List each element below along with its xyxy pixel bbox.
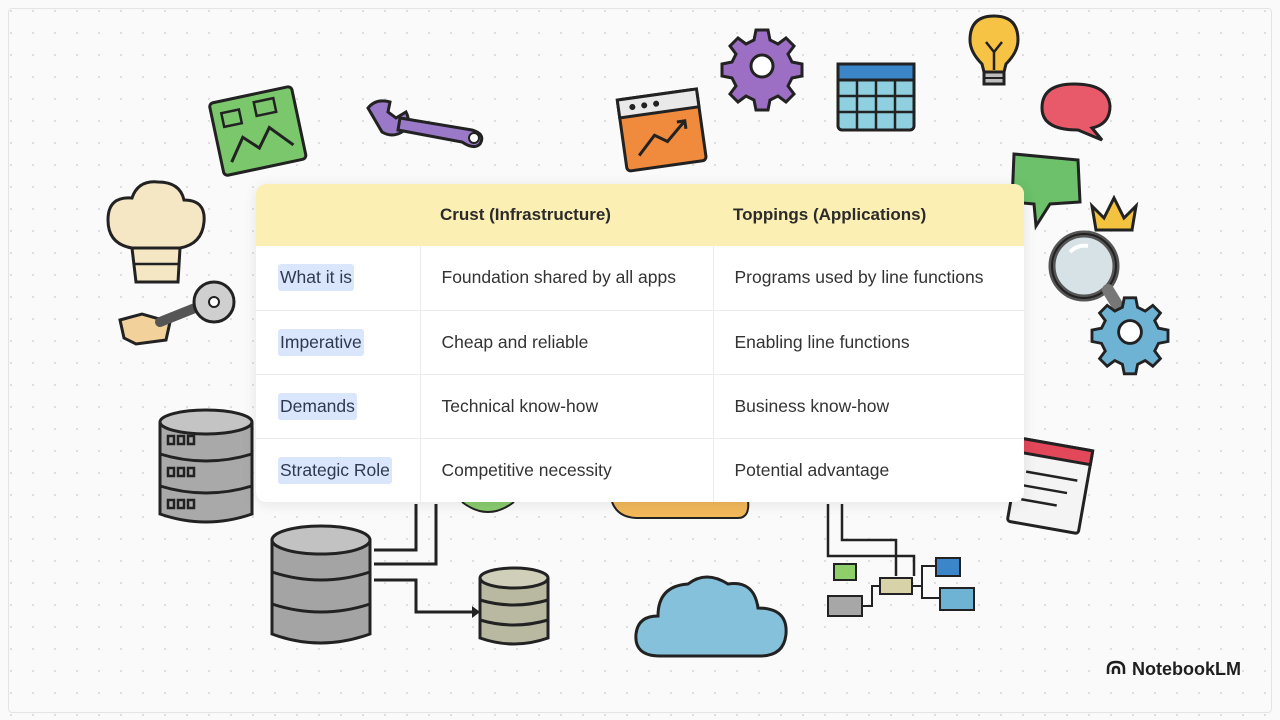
notebooklm-brand: NotebookLM: [1106, 659, 1241, 680]
pizza-cutter-icon: [116, 278, 242, 354]
table-row: What it is Foundation shared by all apps…: [256, 246, 1024, 310]
calendar-icon: [834, 60, 918, 134]
toppings-cell: Enabling line functions: [712, 310, 1024, 374]
table-row: Strategic Role Competitive necessity Pot…: [256, 438, 1024, 502]
lightbulb-icon: [966, 12, 1022, 92]
row-label: Strategic Role: [278, 456, 392, 484]
database-large-icon: [266, 500, 566, 656]
row-label-cell: Imperative: [256, 310, 420, 374]
brand-name: NotebookLM: [1132, 659, 1241, 679]
crust-cell: Foundation shared by all apps: [419, 246, 713, 310]
crust-cell: Technical know-how: [419, 374, 713, 438]
header-cell-empty: [256, 184, 420, 246]
magnifier-icon: [1044, 228, 1130, 324]
document-window-icon: [1004, 436, 1096, 536]
crown-icon: [1088, 192, 1140, 236]
header-cell-toppings: Toppings (Applications): [733, 205, 927, 224]
header-cell-crust: Crust (Infrastructure): [440, 205, 611, 224]
flowchart-icon: [822, 500, 982, 624]
comparison-table: Crust (Infrastructure) Toppings (Applica…: [256, 184, 1024, 502]
row-label-cell: Demands: [256, 374, 420, 438]
row-label-cell: Strategic Role: [256, 438, 420, 502]
row-label-cell: What it is: [256, 246, 420, 310]
table-header-row: Crust (Infrastructure) Toppings (Applica…: [256, 184, 1024, 246]
toppings-cell: Potential advantage: [712, 438, 1024, 502]
speech-bubble-red-icon: [1038, 80, 1114, 144]
browser-chart-icon: [615, 87, 710, 174]
row-label: Demands: [278, 392, 357, 420]
orange-blob-icon: [608, 496, 754, 524]
table-row: Imperative Cheap and reliable Enabling l…: [256, 310, 1024, 374]
toppings-cell: Programs used by line functions: [712, 246, 1024, 310]
toppings-cell: Business know-how: [712, 374, 1024, 438]
crust-cell: Competitive necessity: [419, 438, 713, 502]
row-label: Imperative: [278, 328, 364, 356]
gear-icon: [720, 26, 804, 112]
table-row: Demands Technical know-how Business know…: [256, 374, 1024, 438]
notebooklm-logo-icon: [1106, 659, 1126, 680]
cloud-icon: [630, 568, 792, 664]
crust-cell: Cheap and reliable: [419, 310, 713, 374]
wrench-icon: [362, 96, 490, 152]
row-label: What it is: [278, 264, 354, 292]
gear-small-icon: [1090, 294, 1170, 376]
chart-board-icon: [208, 85, 308, 178]
green-blob-icon: [458, 496, 518, 520]
chef-hat-icon: [102, 178, 208, 288]
database-icon: [156, 406, 256, 530]
